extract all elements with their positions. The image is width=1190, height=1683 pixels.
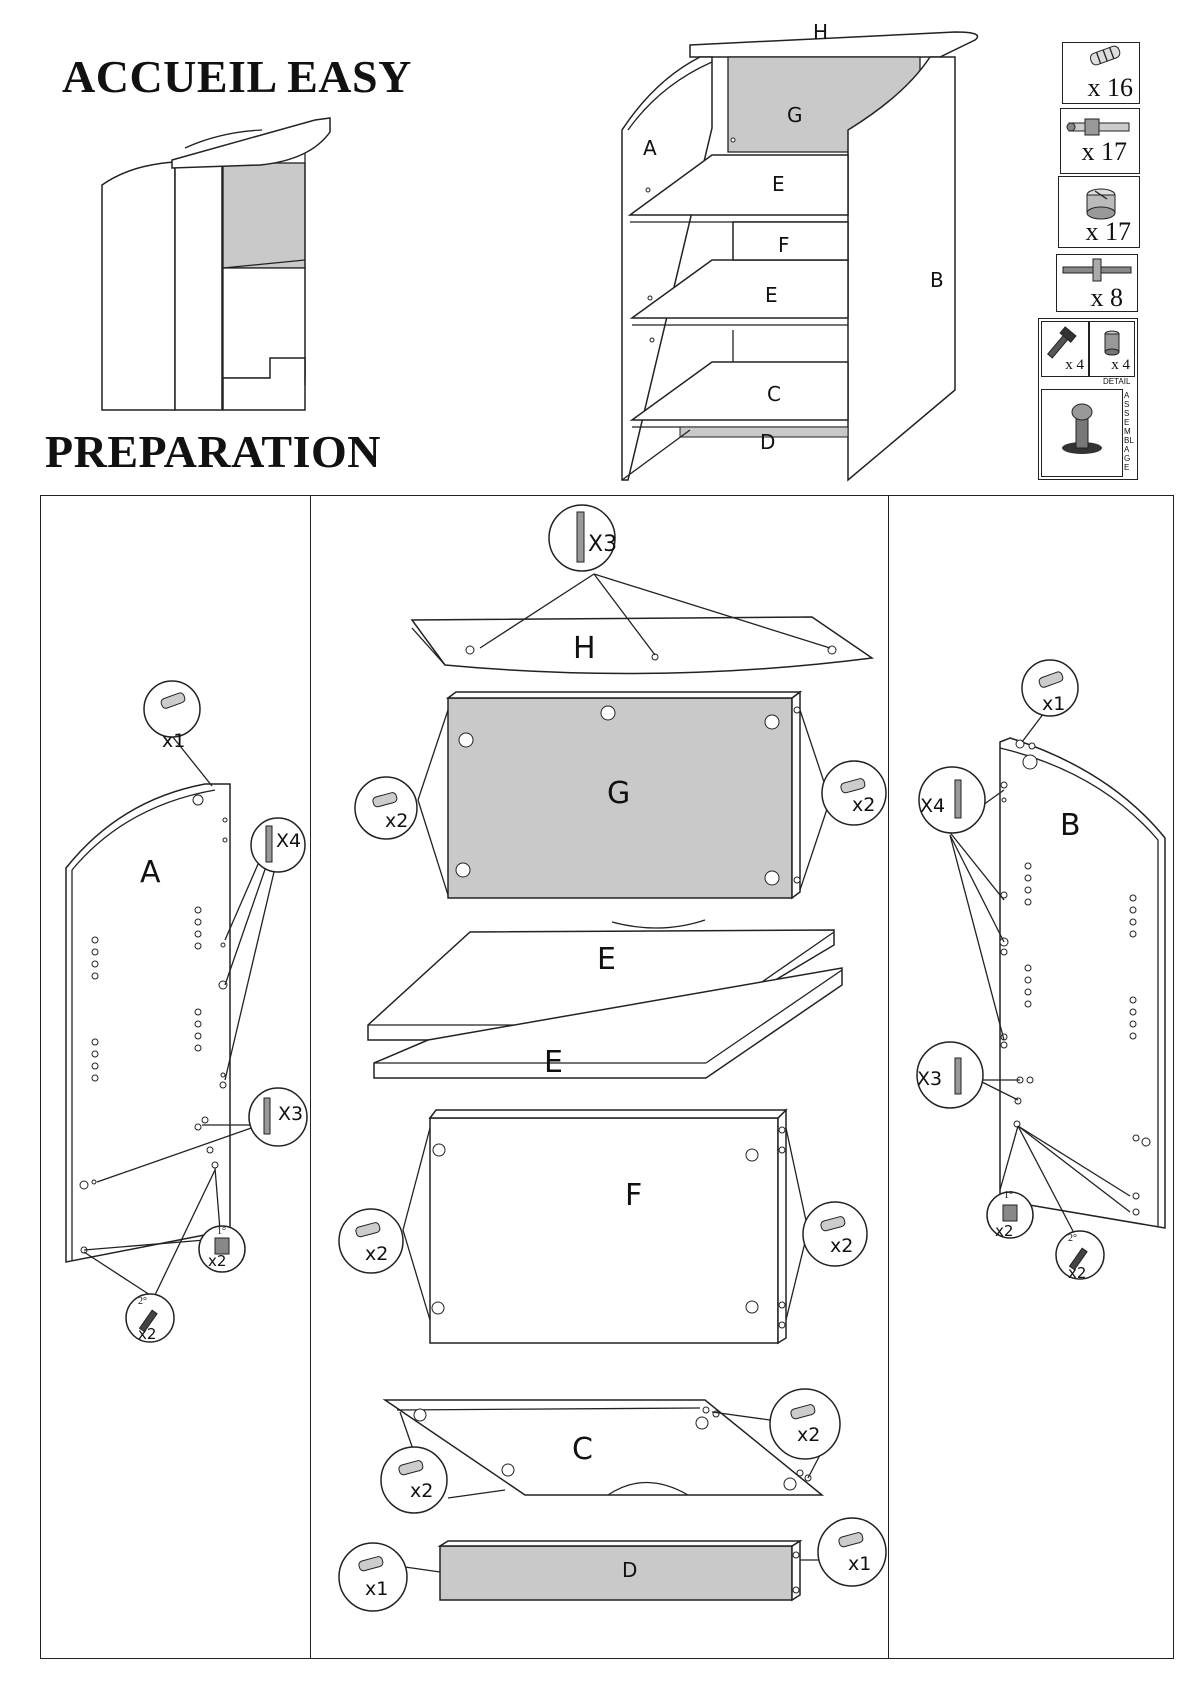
column-divider-right: [888, 495, 889, 1659]
product-title: ACCUEIL EASY: [62, 51, 412, 102]
cam-bolt-quantity: x 17: [1081, 137, 1128, 166]
assembly-detail-icon: [1062, 403, 1102, 454]
dowel-icon: [1089, 45, 1121, 66]
f-left-dowels-qty: x2: [365, 1243, 389, 1265]
overview-label-d: D: [760, 430, 776, 454]
hardware-screw-cell: x 4: [1041, 321, 1089, 377]
column-divider-left: [310, 495, 311, 1659]
insert-icon: [1104, 330, 1120, 356]
b-cam-bolts-bottom-qty: X3: [917, 1068, 943, 1090]
c-left-dowels-qty: x2: [410, 1480, 434, 1502]
a-cam-bolts-bottom-qty: X3: [278, 1103, 304, 1125]
overview-label-f: F: [778, 233, 790, 257]
c-right-dowels-qty: x2: [797, 1424, 821, 1446]
h-cam-bolts-qty: X3: [588, 532, 618, 557]
hardware-cam-bolt-box: x 17: [1060, 108, 1140, 174]
g-right-dowels-qty: x2: [852, 794, 876, 816]
hardware-connector-box: x 8: [1056, 254, 1138, 312]
hardware-assembly-detail: [1041, 389, 1123, 477]
hardware-detail-box: x 4 x 4 DETAIL ASSEMBLAGE: [1038, 318, 1138, 480]
b-insert-qty: x2: [995, 1222, 1014, 1240]
f-right-dowels-qty: x2: [830, 1235, 854, 1257]
overview-label-g: G: [787, 103, 803, 127]
detail-label: DETAIL: [1103, 377, 1131, 386]
hardware-dowel-box: x 16: [1062, 42, 1140, 104]
part-label-f: F: [625, 1178, 643, 1213]
connector-icon: [1062, 258, 1132, 282]
a-insert-qty: x2: [208, 1252, 227, 1270]
a-screw-qty: x2: [138, 1325, 157, 1343]
part-label-a: A: [140, 855, 161, 890]
b-screw-qty: x2: [1068, 1264, 1087, 1282]
dowel-quantity: x 16: [1087, 73, 1134, 102]
screw-quantity: x 4: [1065, 357, 1084, 373]
a-screw-step: 2°: [138, 1296, 147, 1307]
part-label-g: G: [607, 776, 631, 811]
screw-icon: [1046, 326, 1077, 359]
part-label-c: C: [572, 1432, 593, 1467]
preparation-frame: [40, 495, 1174, 1659]
overview-label-e1: E: [772, 172, 785, 196]
cam-lock-icon: [1086, 188, 1116, 220]
hardware-insert-cell: x 4: [1089, 321, 1135, 377]
assembly-label: ASSEMBLAGE: [1124, 391, 1134, 472]
hardware-cam-lock-box: x 17: [1058, 176, 1140, 248]
part-label-e1: E: [597, 942, 616, 977]
b-top-dowel-qty: x1: [1042, 693, 1066, 715]
overview-label-c: C: [767, 382, 781, 406]
a-insert-step: 1°: [217, 1226, 226, 1237]
part-label-e2: E: [544, 1045, 563, 1080]
part-label-h: H: [573, 631, 596, 666]
part-label-b: B: [1060, 808, 1081, 843]
b-cam-bolts-top-qty: X4: [920, 795, 946, 817]
d-right-dowel-qty: x1: [848, 1553, 872, 1575]
part-label-d: D: [622, 1558, 638, 1582]
cam-bolt-icon: [1066, 118, 1130, 136]
section-title: PREPARATION: [45, 426, 382, 477]
overview-label-h: H: [813, 20, 829, 44]
overview-label-b: B: [930, 268, 944, 292]
a-top-dowel-qty: x1: [162, 730, 186, 752]
g-left-dowels-qty: x2: [385, 810, 409, 832]
connector-quantity: x 8: [1090, 283, 1124, 312]
overview-label-e2: E: [765, 283, 778, 307]
b-screw-step: 2°: [1068, 1233, 1077, 1244]
b-insert-step: 1°: [1004, 1190, 1013, 1201]
d-left-dowel-qty: x1: [365, 1578, 389, 1600]
cam-lock-quantity: x 17: [1085, 217, 1132, 246]
overview-label-a: A: [643, 136, 657, 160]
a-cam-bolts-top-qty: X4: [276, 830, 302, 852]
insert-quantity: x 4: [1111, 357, 1130, 373]
